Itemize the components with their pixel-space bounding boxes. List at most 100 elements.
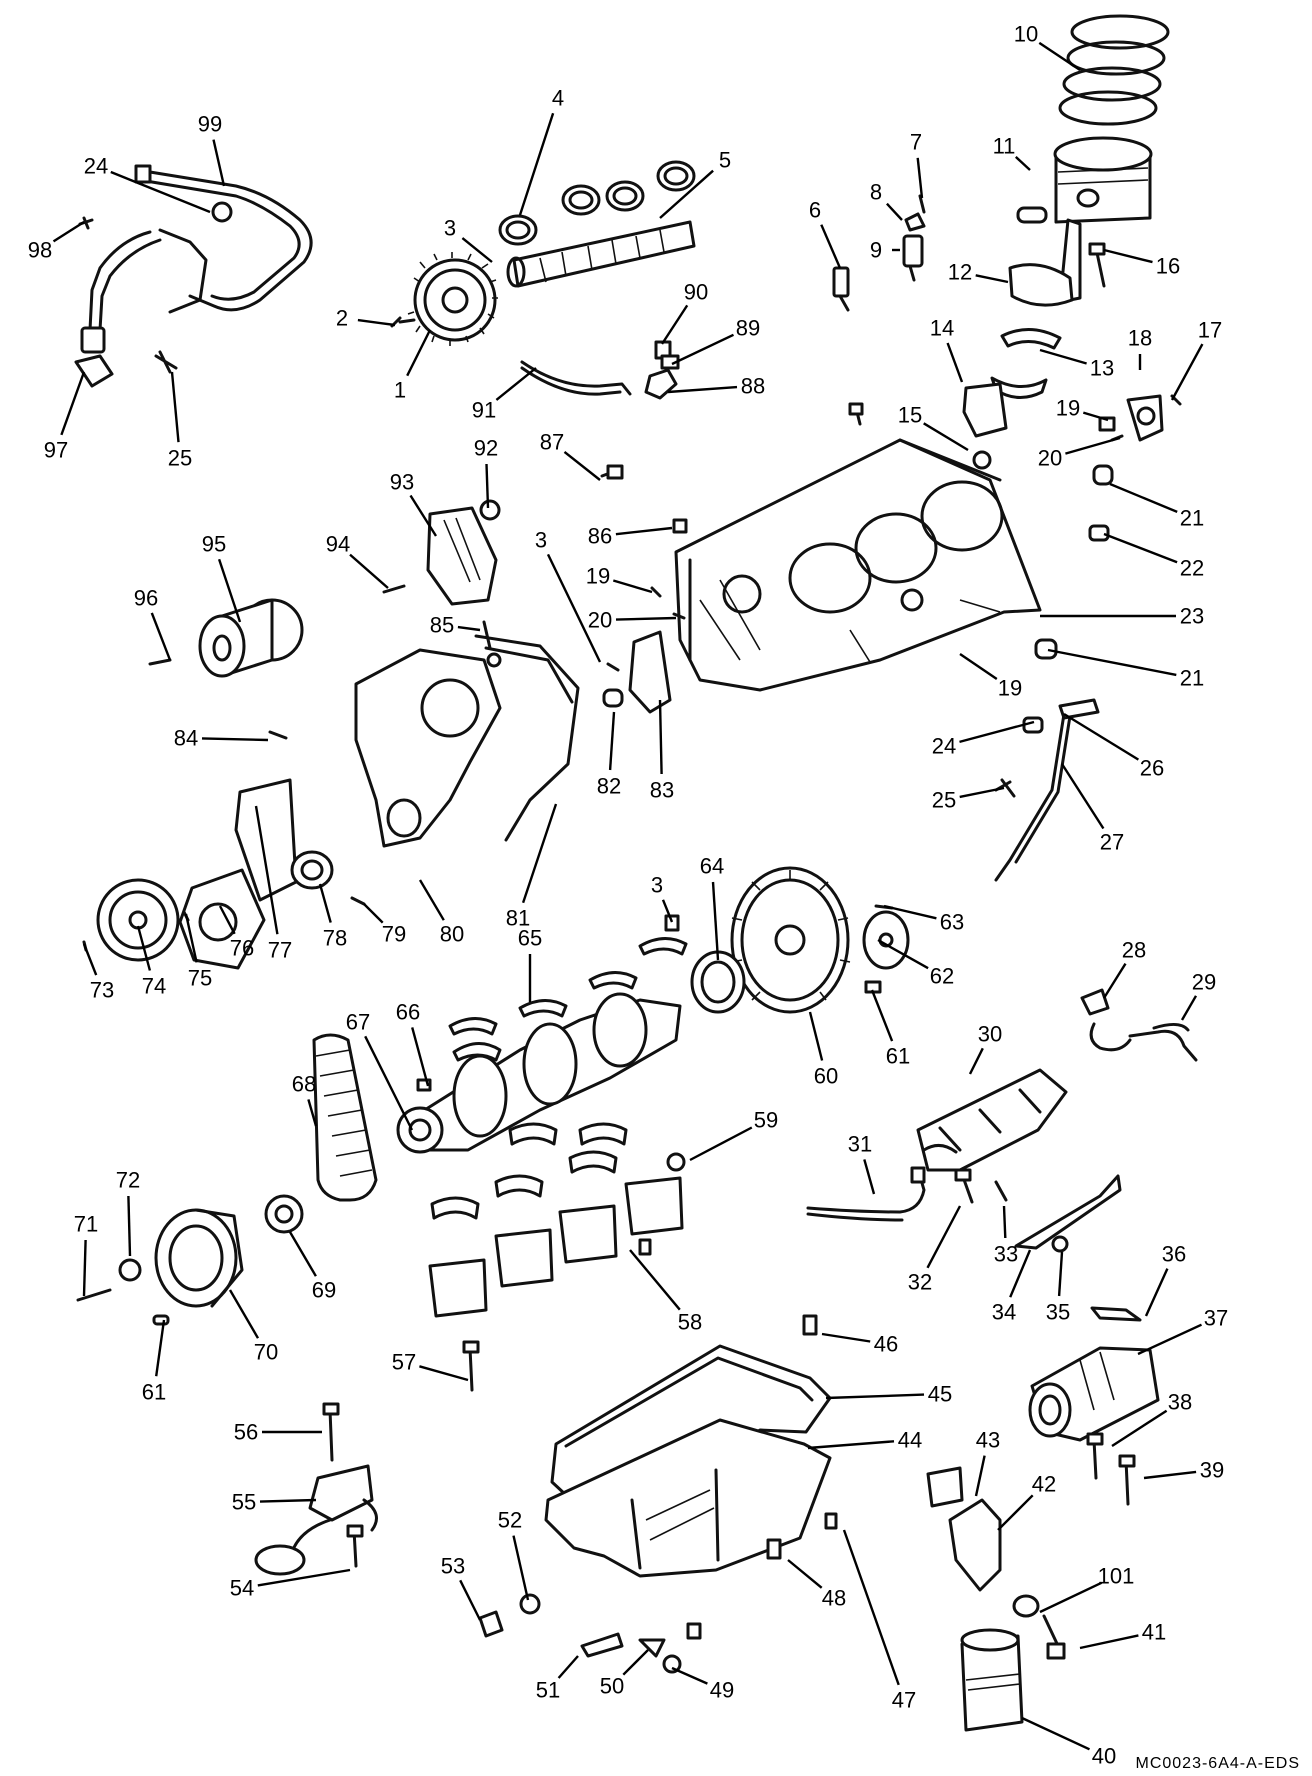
callout-62: 62 (877, 938, 954, 989)
callout-14: 14 (930, 316, 964, 383)
callout-number: 21 (1180, 506, 1204, 531)
callout-number: 3 (651, 873, 663, 898)
callout-number: 14 (930, 316, 954, 341)
callout-58: 58 (629, 1249, 702, 1335)
callout-leader-line (883, 904, 937, 920)
callout-36: 36 (1144, 1242, 1186, 1317)
callout-number: 70 (254, 1340, 278, 1365)
callout-leader-line (1060, 763, 1105, 830)
callout-1: 1 (394, 329, 432, 403)
callout-leader-line (459, 1579, 482, 1621)
callout-95: 95 (202, 532, 242, 623)
callout-92: 92 (474, 436, 498, 509)
callout-3: 3 (444, 216, 493, 263)
callout-number: 4 (552, 86, 564, 111)
callout-leader-line (916, 157, 924, 199)
callout-leader-line (557, 1655, 579, 1679)
callout-32: 32 (908, 1205, 962, 1295)
callout-leader-line (671, 1666, 708, 1685)
callout-number: 42 (1032, 1472, 1056, 1497)
callout-number: 81 (506, 906, 530, 931)
callout-number: 24 (932, 734, 956, 759)
callout-leader-line (349, 553, 389, 589)
drain-plug-and-clips (478, 1593, 702, 1674)
callout-number: 48 (822, 1586, 846, 1611)
callout-48: 48 (787, 1559, 846, 1611)
callout-81: 81 (506, 803, 558, 931)
callout-leader-line (461, 237, 493, 263)
callout-99: 99 (198, 112, 226, 187)
callout-number: 74 (142, 974, 166, 999)
callout-leader-line (968, 1047, 984, 1075)
callout-30: 30 (968, 1022, 1002, 1075)
callout-number: 3 (444, 216, 456, 241)
callout-43: 43 (974, 1428, 1000, 1497)
callout-number: 92 (474, 436, 498, 461)
callout-72: 72 (116, 1168, 140, 1257)
callout-number: 19 (586, 564, 610, 589)
callout-45: 45 (825, 1382, 952, 1407)
callout-number: 47 (892, 1688, 916, 1713)
callout-leader-line (1021, 1716, 1091, 1751)
callout-number: 29 (1192, 970, 1216, 995)
callout-leader-line (870, 989, 894, 1042)
callout-leader-line (821, 1332, 871, 1343)
callout-leader-line (1103, 532, 1178, 564)
callout-leader-line (364, 1035, 414, 1131)
callout-leader-line (254, 805, 279, 935)
callout-leader-line (155, 1319, 166, 1377)
callout-number: 31 (848, 1132, 872, 1157)
callout-leader-line (495, 367, 537, 401)
callout-number: 32 (908, 1270, 932, 1295)
callout-10: 10 (1014, 22, 1081, 71)
callout-number: 12 (948, 260, 972, 285)
callout-number: 96 (134, 586, 158, 611)
callout-11: 11 (993, 134, 1031, 171)
timing-chain (312, 1033, 378, 1202)
callout-16: 16 (1103, 248, 1180, 279)
callout-leader-line (357, 318, 396, 327)
callout-number: 19 (1056, 396, 1080, 421)
callout-79: 79 (363, 903, 406, 947)
callout-leader-line (563, 450, 601, 481)
callout-leader-line (1137, 1323, 1203, 1356)
callout-67: 67 (346, 1010, 414, 1131)
callout-21: 21 (1109, 482, 1204, 531)
callout-number: 27 (1100, 830, 1124, 855)
callout-leader-line (457, 625, 481, 632)
sensor-wire (806, 1166, 926, 1222)
callout-93: 93 (390, 470, 438, 537)
callout-number: 36 (1162, 1242, 1186, 1267)
callout-number: 24 (84, 154, 108, 179)
callout-number: 15 (898, 403, 922, 428)
callout-leader-line (170, 371, 180, 443)
mount-bracket (382, 499, 501, 606)
callout-61: 61 (142, 1319, 166, 1405)
callout-89: 89 (671, 316, 760, 366)
callout-number: 84 (174, 726, 198, 751)
callout-leader-line (1170, 343, 1204, 401)
callout-13: 13 (1039, 348, 1114, 381)
callout-leader-line (127, 1195, 132, 1257)
callout-number: 61 (886, 1044, 910, 1069)
callout-number: 37 (1204, 1306, 1228, 1331)
callout-9: 9 (870, 238, 900, 263)
callout-leader-line (661, 899, 674, 923)
callout-77: 77 (254, 805, 292, 963)
callout-86: 86 (588, 524, 673, 549)
cover-bracket (602, 630, 672, 714)
callout-number: 53 (441, 1554, 465, 1579)
callout-26: 26 (1063, 712, 1164, 781)
callout-71: 71 (74, 1212, 98, 1297)
callout-5: 5 (659, 148, 731, 219)
connecting-rod (1008, 218, 1106, 307)
callout-number: 20 (1038, 446, 1062, 471)
callout-54: 54 (230, 1568, 351, 1601)
callout-83: 83 (650, 699, 674, 803)
callout-19: 19 (959, 653, 1022, 701)
sensor-and-harness (1080, 988, 1198, 1062)
callout-leader-line (259, 1498, 317, 1503)
callout-leader-line (411, 1027, 430, 1087)
callout-leader-line (217, 558, 242, 623)
callout-leader-line (1103, 248, 1153, 264)
